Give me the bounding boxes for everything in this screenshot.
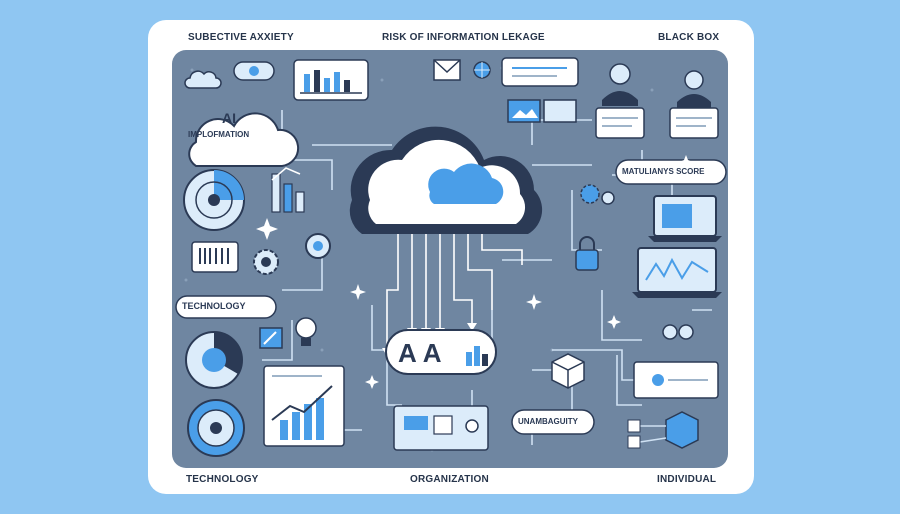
link-icon (662, 324, 694, 340)
target-icon (305, 233, 331, 259)
small-cloud-icon (184, 70, 222, 89)
ai-cloud-subtitle: IMPLOFMATION (188, 130, 250, 139)
label-technology-mid: TECHNOLOGY (182, 301, 246, 311)
label-score: MATULIANYS SCORE (622, 167, 705, 176)
globe-icon (473, 61, 491, 79)
growth-chart-card (263, 365, 345, 447)
mini-bar-chart (271, 167, 305, 213)
label-unambiguity: UNAMBAGUITY (518, 417, 578, 426)
edit-icon (259, 327, 283, 349)
radar-gauge-icon (183, 169, 245, 231)
text-card-top (501, 57, 579, 87)
gear-icon-right (580, 184, 615, 205)
ai-cloud-title: AI (222, 110, 236, 126)
bar-chart-card (293, 59, 369, 101)
location-pin-icon (233, 61, 275, 81)
barcode-card (191, 241, 239, 273)
unambiguity-pill (511, 409, 595, 435)
aa-letters: AA (398, 338, 448, 368)
image-cards (507, 99, 577, 123)
score-pill (615, 159, 727, 185)
infographic-svg (175, 57, 727, 457)
slider-card (633, 361, 719, 399)
laptop-icon-top (648, 195, 722, 242)
gear-icon (253, 249, 279, 275)
sparkles (350, 155, 693, 389)
cube-icon (551, 353, 585, 389)
label-organization: ORGANIZATION (410, 474, 489, 485)
laptop-icon-bottom (632, 247, 722, 298)
ai-cloud (188, 112, 300, 167)
label-black-box: BLACK BOX (658, 32, 720, 43)
sparkle-icon (256, 218, 278, 240)
person-card-right (669, 70, 719, 139)
cloud-drop-lines (386, 232, 523, 350)
envelope-icon (433, 59, 461, 81)
label-subjective-anxiety: SUBECTIVE AXXIETY (188, 32, 294, 43)
analysis-gauge-icon (187, 399, 245, 457)
technology-pill (175, 295, 277, 319)
network-hub-icon (627, 411, 699, 449)
person-card-left (595, 63, 645, 139)
central-cloud (349, 126, 543, 234)
label-individual: INDIVIDUAL (657, 474, 717, 485)
lightbulb-icon (295, 317, 317, 346)
infographic-panel: AI IMPLOFMATION TECHNOLOGY MATULIANYS SC… (172, 50, 728, 468)
document-card-bottom (393, 405, 489, 451)
label-technology-bottom: TECHNOLOGY (186, 474, 259, 485)
aa-bars (466, 346, 488, 366)
label-risk-information-leakage: RISK OF INFORMATION LEKAGE (382, 32, 545, 43)
pie-gauge-icon (185, 331, 243, 389)
lock-icon (575, 236, 599, 271)
